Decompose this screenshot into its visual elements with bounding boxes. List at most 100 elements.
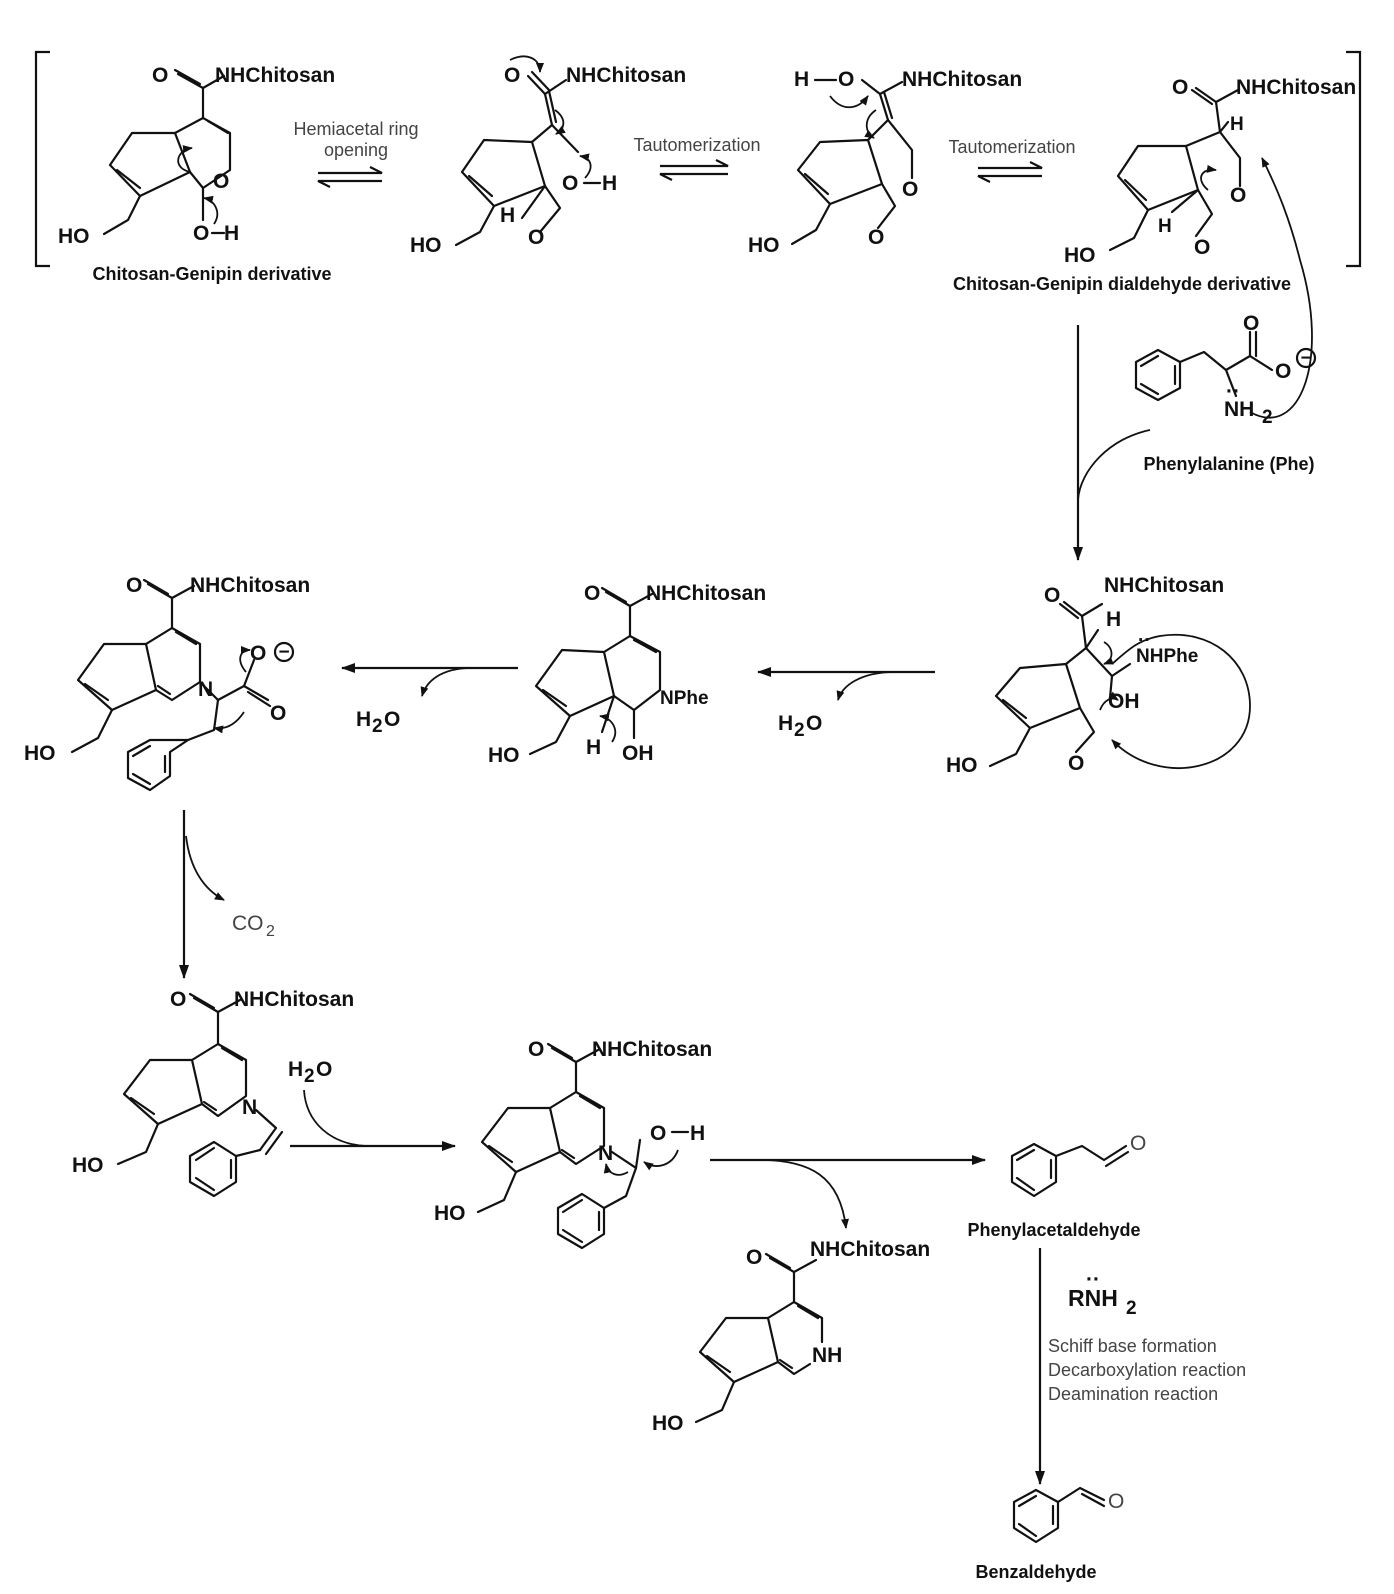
arrow-cyclization: H 2 O [757, 667, 935, 741]
atom-carbonyl-o: O [126, 574, 142, 597]
arrow-hydrolysis [710, 1155, 986, 1229]
label-tautomerization-2: Tautomerization [948, 137, 1075, 157]
reagent-sub2: 2 [1126, 1298, 1137, 1319]
step-schiff-base: Schiff base formation [1048, 1336, 1217, 1356]
arrow-decarboxylation: CO 2 [179, 810, 275, 979]
atom-n: N [598, 1142, 613, 1165]
atom-hydroxyl-h: H [224, 222, 239, 245]
water-o: O [384, 708, 400, 731]
atom-carbonyl-o: O [504, 64, 520, 87]
atom-carbonyl-o: O [152, 64, 168, 87]
atom-ho: HO [488, 744, 520, 767]
atom-ho: HO [652, 1412, 684, 1435]
arrow-tautomerization-2: Tautomerization [948, 137, 1076, 183]
atom-nh: NH [812, 1344, 842, 1367]
lone-pair: ·· [1138, 630, 1151, 651]
molecule-hemiaminal: O NHChitosan N O H HO [434, 1038, 712, 1250]
atom-nhchitosan: NHChitosan [190, 574, 310, 597]
molecule-dialdehyde: O NHChitosan H O H O HO [1064, 76, 1356, 267]
atom-carbonyl-o: O [584, 582, 600, 605]
atom-carbonyl-o2: O [270, 702, 286, 725]
atom-aldehyde-o-lower: O [1194, 236, 1210, 259]
molecule-carbinolamine: O NHChitosan H NHPhe ·· OH O HO [946, 574, 1251, 777]
atom-o: O [650, 1122, 666, 1145]
atom-nhchitosan: NHChitosan [215, 64, 335, 87]
atom-nhphe: NHPhe [1136, 646, 1198, 667]
atom-amine: NH [1224, 398, 1254, 421]
charge-minus: − [278, 642, 289, 663]
arrow-hemiacetal-opening: Hemiacetal ring opening [293, 119, 419, 188]
molecule-phenylalanine: O O − NH 2 ·· [1134, 157, 1317, 428]
bracket-left [34, 50, 50, 268]
caption-benzaldehyde: Benzaldehyde [975, 1562, 1096, 1582]
label-tautomerization-1: Tautomerization [633, 135, 760, 155]
atom-carboxylate-o: O [1275, 360, 1291, 383]
label-hemiacetal-line2: opening [324, 140, 388, 160]
atom-h: H [1230, 114, 1244, 135]
atom-oh: OH [1108, 690, 1140, 713]
atom-carbonyl-o: O [528, 1038, 544, 1061]
atom-nhchitosan: NHChitosan [1236, 76, 1356, 99]
atom-enol-o: O [562, 172, 578, 195]
label-hemiacetal-line1: Hemiacetal ring [293, 119, 418, 139]
molecule-chitosan-genipin: O NHChitosan O O H HO [58, 64, 335, 248]
atom-carbonyl-o: O [746, 1246, 762, 1269]
atom-aldehyde-o: O [528, 226, 544, 249]
atom-ho: HO [946, 754, 978, 777]
atom-aldehyde-o: O [868, 226, 884, 249]
atom-h: H [1106, 608, 1121, 631]
molecule-phenylacetaldehyde: O [1010, 1132, 1146, 1198]
arrow-tautomerization-1: Tautomerization [633, 135, 761, 181]
atom-ho: HO [410, 234, 442, 257]
caption-dialdehyde: Chitosan-Genipin dialdehyde derivative [953, 274, 1291, 294]
water-o: O [316, 1058, 332, 1081]
bracket-right [1346, 50, 1362, 268]
atom-ho: HO [24, 742, 56, 765]
atom-n: N [198, 678, 213, 701]
atom-ho: HO [748, 234, 780, 257]
arrow-dehydration: H 2 O [341, 663, 518, 737]
atom-aldehyde-o: O [1068, 752, 1084, 775]
atom-nhchitosan: NHChitosan [646, 582, 766, 605]
step-deamination: Deamination reaction [1048, 1384, 1218, 1404]
reagent-rnh2: RNH 2 ·· [1068, 1268, 1137, 1319]
charge-minus: − [1300, 348, 1311, 369]
atom-hydroxyl-o: O [193, 222, 209, 245]
lone-pair: ·· [1226, 380, 1240, 403]
atom-n: N [242, 1096, 257, 1119]
water-o: O [806, 712, 822, 735]
arrow-hydration: H 2 O [288, 1058, 456, 1151]
atom-h: H [1158, 216, 1172, 237]
atom-ho: HO [1064, 244, 1096, 267]
molecule-enamine: O NHChitosan N HO [72, 988, 354, 1198]
molecule-cyclic-nphe: O NHChitosan NPhe H OH HO [488, 582, 766, 767]
reagent-lone-pair: ·· [1086, 1268, 1100, 1291]
atom-ring-o: O [213, 170, 229, 193]
caption-phenylacetaldehyde: Phenylacetaldehyde [967, 1220, 1140, 1240]
water-h: H [288, 1058, 303, 1081]
co2-c: CO [232, 912, 264, 935]
caption-chitosan-genipin: Chitosan-Genipin derivative [92, 264, 331, 284]
atom-o: O [838, 68, 854, 91]
atom-enol-h: H [602, 172, 617, 195]
atom-nhchitosan: NHChitosan [1104, 574, 1224, 597]
atom-h: H [500, 204, 515, 227]
atom-carbonyl-o: O [1243, 312, 1259, 335]
atom-nhchitosan: NHChitosan [902, 68, 1022, 91]
water-sub2: 2 [304, 1066, 315, 1087]
atom-ho: HO [58, 225, 90, 248]
atom-keto-o: O [902, 178, 918, 201]
water-h: H [778, 712, 793, 735]
molecule-ring-opened-enol: O NHChitosan O H H O HO [410, 55, 686, 257]
water-sub2: 2 [372, 716, 383, 737]
arrow-phe-addition [1077, 429, 1151, 501]
co2-sub2: 2 [266, 923, 275, 940]
caption-phenylalanine: Phenylalanine (Phe) [1143, 454, 1314, 474]
atom-aldehyde-o-upper: O [1230, 184, 1246, 207]
atom-nhchitosan: NHChitosan [234, 988, 354, 1011]
water-h: H [356, 708, 371, 731]
atom-carboxylate-o: O [250, 642, 266, 665]
atom-ho: HO [434, 1202, 466, 1225]
sub-2: 2 [1262, 407, 1273, 428]
